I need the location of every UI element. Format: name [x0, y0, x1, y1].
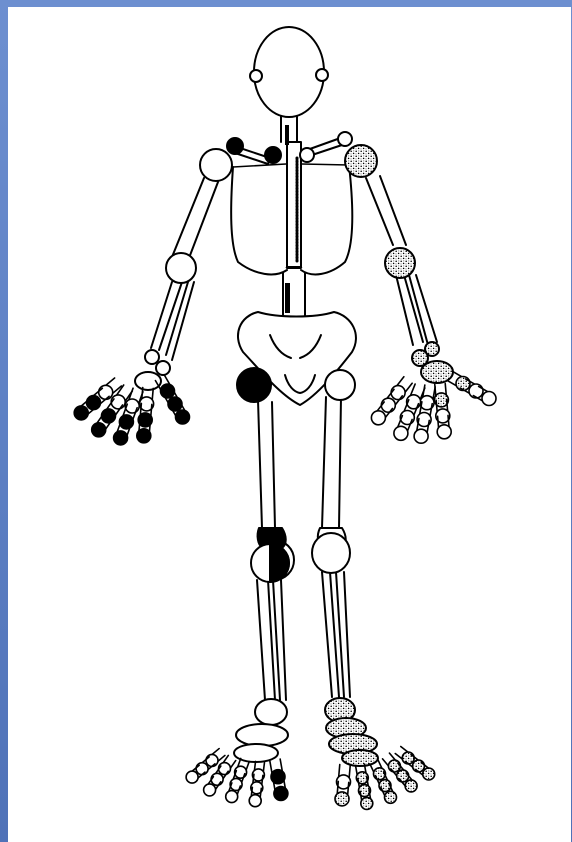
wrist-right-carpals: [412, 342, 453, 383]
foot-left-toe4-joint: [219, 763, 231, 775]
hand-left-ring-joint: [111, 395, 125, 409]
hand-left-little-joint: [74, 406, 88, 420]
hand-left-thumb-joint: [176, 410, 190, 424]
hand-right-little-joint: [381, 398, 395, 412]
jaw-joint-left: [250, 70, 262, 82]
foot-right-toe1-joint: [335, 792, 349, 806]
foot-left-toe4-joint: [204, 784, 216, 796]
hip-joint-right: [325, 370, 355, 400]
sternoclavicular-joint-right: [300, 148, 314, 162]
foot-left-tarsals: [234, 699, 288, 762]
knee-joint-right: [312, 528, 350, 573]
foot-right-toe4-joint: [405, 780, 417, 792]
foot-right-tarsals: [325, 698, 378, 766]
sternoclavicular-joint-left: [265, 147, 281, 163]
hand-right-index-joint: [437, 425, 451, 439]
foot-left-toe3-joint: [226, 791, 238, 803]
foot-right-toe4-joint: [388, 760, 400, 772]
foot-left-toe1-joint: [274, 787, 288, 801]
foot-right-toe5-joint: [413, 760, 425, 772]
foot-left-toe2-joint: [249, 795, 261, 807]
hand-right-thumb-joint: [482, 392, 496, 406]
foot-left-toe4-joint: [211, 773, 223, 785]
foot-left-toe5-joint: [206, 754, 218, 766]
foot-right-toe3-joint: [385, 791, 397, 803]
foot-right-toe4-joint: [397, 770, 409, 782]
hand-left-little-joint: [87, 396, 101, 410]
hand-right-little-joint: [371, 411, 385, 425]
acromioclavicular-joint-right: [338, 132, 352, 146]
hand-left-ring-joint: [102, 409, 116, 423]
foot-right-toe5-joint: [402, 752, 414, 764]
elbow-joint-right: [385, 248, 415, 278]
hand-right-thumb-joint: [469, 384, 483, 398]
hand-left-index-joint: [137, 429, 151, 443]
foot-right-toe2-joint: [361, 797, 373, 809]
hand-left-ring-joint: [92, 423, 106, 437]
foot-left-toe5-joint: [196, 763, 208, 775]
hand-right-little-joint: [391, 386, 405, 400]
skull: [250, 27, 328, 142]
foot-left-toe5-joint: [186, 771, 198, 783]
acromioclavicular-joint-left: [227, 138, 243, 154]
shoulder-joint-right: [345, 145, 377, 177]
hand-left-middle-joint: [114, 431, 128, 445]
hand-left-thumb-joint: [161, 384, 175, 398]
hand-right-thumb-joint: [456, 377, 470, 391]
knee-joint-left: [251, 528, 294, 582]
shoulder-joint-left: [200, 149, 232, 181]
jaw-joint-right: [316, 69, 328, 81]
hand-left-little-joint: [99, 385, 113, 399]
elbow-joint-left: [166, 253, 196, 283]
hand-right-ring-joint: [394, 426, 408, 440]
hand-left-thumb-joint: [168, 397, 182, 411]
hip-joint-left: [237, 368, 271, 402]
hand-right-middle-joint: [414, 429, 428, 443]
foot-right-toe5-joint: [423, 768, 435, 780]
